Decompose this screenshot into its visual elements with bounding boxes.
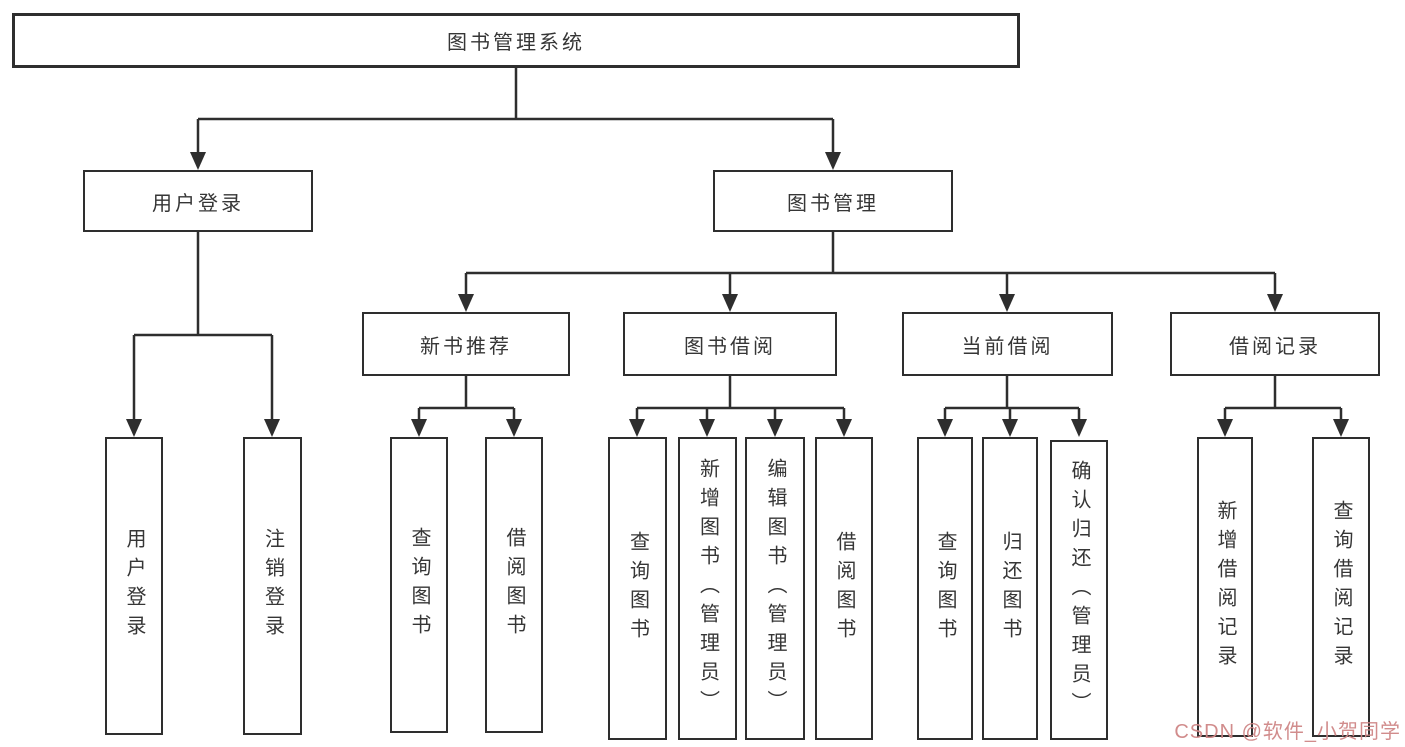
- node-borrow-records: 借阅记录: [1170, 312, 1380, 376]
- arrow-down-icon: [836, 419, 852, 437]
- arrow-down-icon: [506, 419, 522, 437]
- arrow-down-icon: [1217, 419, 1233, 437]
- connector-currentborrow-to-leaves: [943, 376, 1081, 419]
- arrow-down-icon: [1333, 419, 1349, 437]
- arrow-down-icon: [126, 419, 142, 437]
- leaf-confirm-return-admin: 确认归还（管理员）: [1050, 440, 1108, 740]
- leaf-return-book: 归还图书: [982, 437, 1038, 740]
- arrow-down-icon: [190, 152, 206, 170]
- arrow-down-icon: [411, 419, 427, 437]
- node-book-borrowing: 图书借阅: [623, 312, 837, 376]
- connector-bookborrow-to-leaves: [635, 376, 846, 419]
- arrow-down-icon: [999, 294, 1015, 312]
- connector-userlogin-to-leaves: [132, 232, 274, 419]
- node-current-borrowing: 当前借阅: [902, 312, 1113, 376]
- arrow-down-icon: [825, 152, 841, 170]
- leaf-add-book-admin: 新增图书（管理员）: [678, 437, 737, 740]
- connector-bookmgmt-to-level3: [464, 232, 1277, 294]
- arrow-down-icon: [937, 419, 953, 437]
- leaf-query-books-current: 查询图书: [917, 437, 973, 740]
- node-new-book-recommend: 新书推荐: [362, 312, 570, 376]
- connector-newbook-to-leaves: [417, 376, 516, 419]
- arrow-down-icon: [767, 419, 783, 437]
- leaf-add-borrow-record: 新增借阅记录: [1197, 437, 1253, 737]
- leaf-borrow-books-recommend: 借阅图书: [485, 437, 543, 733]
- connector-records-to-leaves: [1223, 376, 1343, 419]
- leaf-query-borrow-record: 查询借阅记录: [1312, 437, 1370, 737]
- leaf-edit-book-admin: 编辑图书（管理员）: [745, 437, 805, 740]
- node-user-login: 用户登录: [83, 170, 313, 232]
- arrow-down-icon: [722, 294, 738, 312]
- arrow-down-icon: [1267, 294, 1283, 312]
- arrow-down-icon: [458, 294, 474, 312]
- leaf-query-books-borrowing: 查询图书: [608, 437, 667, 740]
- arrowheads: [126, 152, 1349, 437]
- connector-root-to-level2: [196, 68, 835, 152]
- leaf-query-books-recommend: 查询图书: [390, 437, 448, 733]
- arrow-down-icon: [699, 419, 715, 437]
- leaf-borrow-books-borrowing: 借阅图书: [815, 437, 873, 740]
- leaf-user-login: 用户登录: [105, 437, 163, 735]
- arrow-down-icon: [1071, 419, 1087, 437]
- csdn-watermark: CSDN @软件_小贺同学: [1174, 721, 1401, 743]
- node-book-management: 图书管理: [713, 170, 953, 232]
- node-library-system: 图书管理系统: [12, 13, 1020, 68]
- arrow-down-icon: [1002, 419, 1018, 437]
- arrow-down-icon: [264, 419, 280, 437]
- arrow-down-icon: [629, 419, 645, 437]
- leaf-logout: 注销登录: [243, 437, 302, 735]
